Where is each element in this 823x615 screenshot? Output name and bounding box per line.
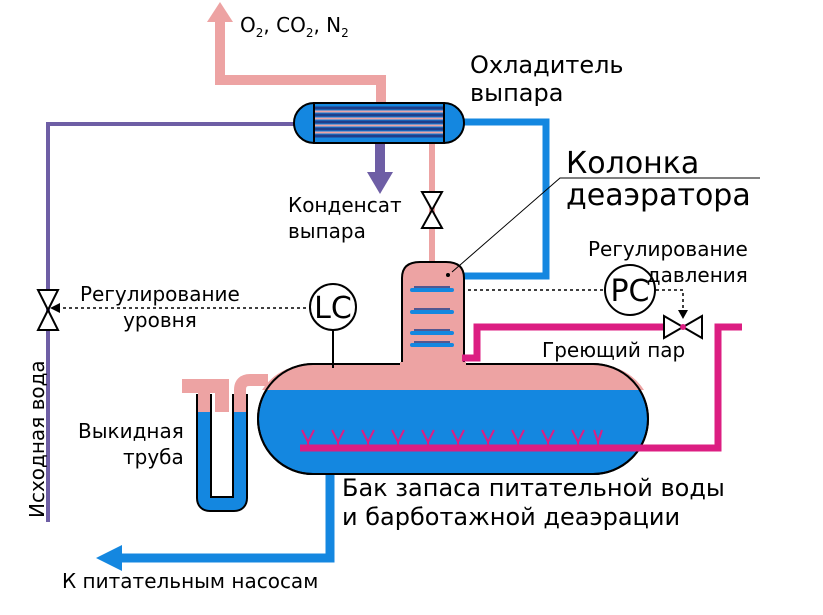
gas-vent-arrow [207,2,233,22]
pressure-control-valve [663,314,703,340]
condensate-drain-arrow [367,172,393,194]
pressure-control-label: Регулирование давления [588,237,748,287]
pressure-signal-line [656,289,684,312]
pc-text: PC [610,274,649,309]
sparger-nozzles [301,429,603,446]
to-pumps-label: К питательным насосам [62,569,319,593]
source-water-pipe [46,122,305,522]
feed-pump-pipe [120,470,335,563]
discharge-pipe [182,374,268,512]
gas-label: O2, CO2, N2 [240,13,349,40]
pc-controller [604,264,656,316]
feed-tank-label: Бак запаса питательной воды и барботажно… [342,474,725,531]
vapor-cooler [293,102,465,144]
condensate-label: Конденсат выпара [288,193,402,243]
cooler-to-column-pipe [455,118,550,280]
column-label: Колонка деаэратора [566,146,751,213]
source-water-label: Исходная вода [25,360,49,518]
column-steam-pipe [462,323,665,362]
condensate-valve [420,191,444,229]
level-control-label: Регулирование уровня [80,282,240,332]
heating-steam-label: Греющий пар [542,338,686,362]
gas-vent-pipe [215,22,386,103]
vapor-cooler-label: Охладитель выпара [470,51,624,107]
feed-water-tank [257,363,649,475]
deaerator-column [400,261,466,370]
lc-text: LC [314,291,352,326]
pressure-signal-arrow [678,310,688,319]
lc-controller [309,283,357,331]
source-water-valve [36,289,60,331]
heating-steam-pipe [300,323,742,452]
column-leader-line [451,177,760,273]
level-signal-arrow [50,303,60,313]
feed-pump-arrow [96,545,122,571]
discharge-pipe-label: Выкидная труба [78,419,184,469]
